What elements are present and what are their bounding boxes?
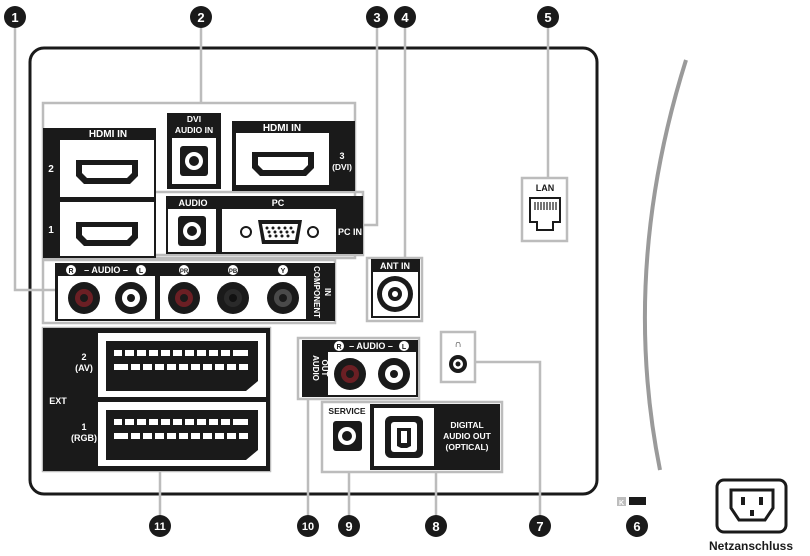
digital-audio-out-label: AUDIO OUT bbox=[443, 431, 492, 441]
callout-10: 10 bbox=[297, 515, 319, 537]
headphone-jack[interactable] bbox=[449, 355, 467, 373]
scart-2-sub-label: (AV) bbox=[75, 363, 93, 373]
callout-5: 5 bbox=[537, 6, 559, 28]
hdmi-2-port[interactable] bbox=[76, 160, 138, 184]
callout-8: 8 bbox=[425, 515, 447, 537]
hdmi-in-label: HDMI IN bbox=[89, 129, 127, 140]
lan-port[interactable] bbox=[529, 197, 561, 231]
callout-9: 9 bbox=[338, 515, 360, 537]
callout-2: 2 bbox=[190, 6, 212, 28]
ant-in-label: ANT IN bbox=[380, 261, 410, 271]
callout-11: 11 bbox=[149, 515, 171, 537]
hdmi-1-port[interactable] bbox=[76, 222, 138, 246]
hdmi-2-number: 2 bbox=[48, 164, 54, 175]
svg-text:6: 6 bbox=[633, 519, 640, 534]
service-jack[interactable] bbox=[333, 421, 362, 451]
svg-text:5: 5 bbox=[544, 10, 551, 25]
svg-text:3: 3 bbox=[373, 10, 380, 25]
svg-text:7: 7 bbox=[536, 519, 543, 534]
scart-2-port[interactable] bbox=[106, 341, 258, 391]
component-audio-r-jack[interactable] bbox=[68, 282, 100, 314]
pr-label: PR bbox=[180, 269, 189, 275]
pb-label: PB bbox=[229, 269, 238, 275]
dvi-audio-jack[interactable] bbox=[180, 146, 208, 176]
audio-out-r-jack[interactable] bbox=[334, 358, 366, 390]
comp-l-letter: L bbox=[139, 268, 144, 275]
component-pr-jack[interactable] bbox=[168, 282, 200, 314]
svg-text:8: 8 bbox=[432, 519, 439, 534]
callout-6: 6 bbox=[626, 515, 648, 537]
ant-in-port[interactable] bbox=[377, 276, 413, 312]
audio-out-label: AUDIO bbox=[311, 355, 320, 381]
component-audio-header: R – AUDIO – L bbox=[66, 265, 146, 275]
power-label: Netzanschluss bbox=[709, 539, 793, 553]
svg-text:10: 10 bbox=[302, 521, 314, 533]
callout-badges: 1 2 3 4 5 6 7 8 9 10 11 bbox=[4, 6, 648, 537]
scart-1-number: 1 bbox=[81, 422, 86, 432]
callout-1: 1 bbox=[4, 6, 26, 28]
svg-text:9: 9 bbox=[345, 519, 352, 534]
audio-out-r-letter: R bbox=[336, 344, 341, 351]
component-label: COMPONENT bbox=[312, 266, 321, 318]
ext-label: EXT bbox=[49, 396, 67, 406]
pc-audio-jack[interactable] bbox=[178, 216, 206, 246]
svg-text:1: 1 bbox=[11, 10, 18, 25]
optical-port[interactable] bbox=[385, 416, 423, 458]
audio-out-l-jack[interactable] bbox=[378, 358, 410, 390]
pc-audio-label: AUDIO bbox=[179, 198, 208, 208]
digital-label: DIGITAL bbox=[450, 420, 483, 430]
scart-1-port[interactable] bbox=[106, 410, 258, 460]
headphone-icon: ∩ bbox=[454, 339, 461, 350]
hdmi-3-number: 3 bbox=[339, 151, 344, 161]
scart-2-number: 2 bbox=[81, 352, 86, 362]
tv-edge-curve bbox=[642, 59, 688, 471]
callout-3: 3 bbox=[366, 6, 388, 28]
component-in-label: IN bbox=[323, 288, 332, 296]
pc-in-label: PC IN bbox=[338, 227, 362, 237]
optical-label: (OPTICAL) bbox=[446, 442, 489, 452]
hdmi-1-number: 1 bbox=[48, 225, 54, 236]
hdmi-in-3-label: HDMI IN bbox=[263, 123, 301, 134]
svg-text:2: 2 bbox=[197, 10, 204, 25]
component-audio-l-jack[interactable] bbox=[115, 282, 147, 314]
audio-out-label-2: OUT bbox=[320, 360, 329, 377]
component-video-header: PR PB Y bbox=[179, 265, 288, 275]
comp-r-letter: R bbox=[68, 268, 73, 275]
audio-out-header-label: – AUDIO – bbox=[349, 341, 393, 351]
kensington-lock-icon: K bbox=[617, 497, 646, 507]
lan-label: LAN bbox=[536, 183, 555, 193]
y-label: Y bbox=[281, 268, 286, 275]
audio-out-l-letter: L bbox=[402, 344, 407, 351]
hdmi-3-sub-label: (DVI) bbox=[332, 162, 352, 172]
hdmi-3-port[interactable] bbox=[252, 152, 314, 176]
svg-text:11: 11 bbox=[154, 521, 166, 533]
dvi-label: DVI bbox=[187, 114, 201, 124]
dvi-audio-in-label: AUDIO IN bbox=[175, 125, 213, 135]
scart-1-sub-label: (RGB) bbox=[71, 433, 97, 443]
service-label: SERVICE bbox=[328, 406, 365, 416]
vga-port[interactable] bbox=[240, 220, 319, 244]
comp-audio-label: – AUDIO – bbox=[84, 265, 128, 275]
component-y-jack[interactable] bbox=[267, 282, 299, 314]
callout-lines bbox=[13, 28, 550, 515]
lock-k-letter: K bbox=[619, 500, 624, 507]
svg-text:4: 4 bbox=[401, 10, 409, 25]
component-pb-jack[interactable] bbox=[217, 282, 249, 314]
power-socket-icon bbox=[715, 478, 788, 534]
callout-7: 7 bbox=[529, 515, 551, 537]
callout-4: 4 bbox=[394, 6, 416, 28]
audio-out-header: R – AUDIO – L bbox=[334, 341, 409, 351]
pc-label: PC bbox=[272, 198, 285, 208]
